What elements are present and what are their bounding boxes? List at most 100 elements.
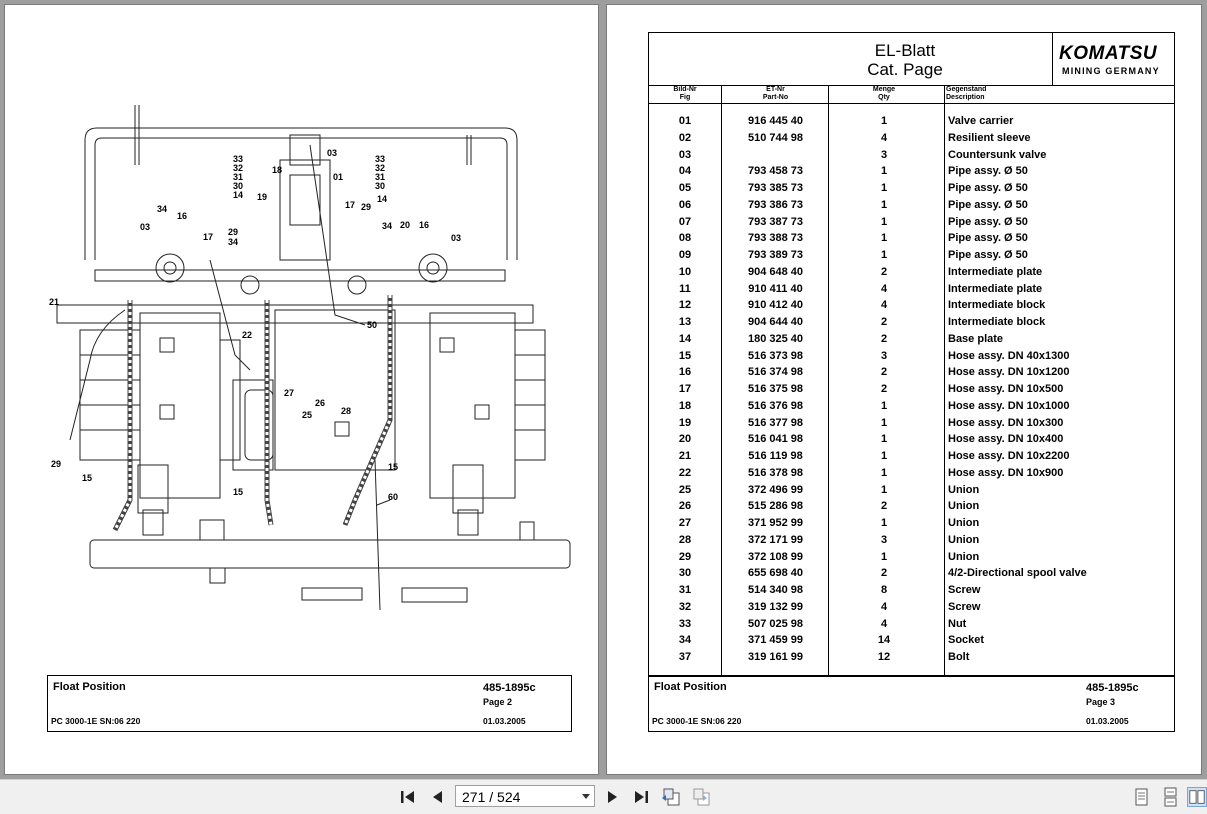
part-number-cell: 793 385 73 xyxy=(747,182,804,194)
part-number-cell: 371 952 99 xyxy=(747,517,804,529)
callout-label: 26 xyxy=(315,398,325,408)
part-number-cell: 793 389 73 xyxy=(747,249,804,261)
table-row: 05 793 385 73 1 Pipe assy. Ø 50 xyxy=(649,182,1174,198)
catalog-frame: EL-Blatt Cat. Page KOMATSU MINING GERMAN… xyxy=(648,32,1175,677)
callout-label: 01 xyxy=(333,172,343,182)
fig-cell: 05 xyxy=(678,182,692,194)
part-number-cell: 655 698 40 xyxy=(747,567,804,580)
title-de: EL-Blatt xyxy=(874,41,936,60)
fig-cell: 17 xyxy=(678,383,692,395)
description-cell: Hose assy. DN 10x2200 xyxy=(948,450,1070,462)
qty-cell: 1 xyxy=(880,198,888,211)
footer-page: Page 2 xyxy=(483,697,513,707)
qty-cell: 1 xyxy=(880,483,888,496)
qty-cell: 2 xyxy=(880,500,888,513)
callout-label: 16 xyxy=(419,220,429,230)
part-number-cell: 516 375 98 xyxy=(747,383,804,395)
part-number-cell: 904 644 40 xyxy=(747,316,804,328)
part-number-cell: 516 041 98 xyxy=(747,433,804,446)
single-page-view-icon[interactable] xyxy=(1131,787,1151,807)
qty-cell: 4 xyxy=(880,617,888,630)
title-en: Cat. Page xyxy=(867,60,943,79)
qty-cell: 2 xyxy=(880,316,888,328)
fig-cell: 19 xyxy=(678,416,692,429)
fig-cell: 08 xyxy=(678,232,692,245)
logo-main-text: KOMATSU xyxy=(1059,43,1158,64)
description-cell: Hose assy. DN 10x1000 xyxy=(948,399,1070,412)
qty-cell: 2 xyxy=(880,265,888,278)
qty-cell: 8 xyxy=(880,584,888,596)
callout-label: 15 xyxy=(233,487,243,497)
first-page-icon[interactable] xyxy=(398,787,418,807)
description-cell: Valve carrier xyxy=(948,115,1014,127)
next-page-icon[interactable] xyxy=(602,787,622,807)
fig-cell: 30 xyxy=(678,567,692,580)
part-number-cell: 904 648 40 xyxy=(747,265,804,278)
fig-cell: 02 xyxy=(678,131,692,144)
part-number-cell: 507 025 98 xyxy=(747,617,804,630)
callout-label: 25 xyxy=(302,410,312,420)
callout-label: 18 xyxy=(272,165,282,175)
part-number-cell: 516 373 98 xyxy=(747,349,804,362)
fig-cell: 07 xyxy=(678,215,692,228)
qty-cell: 1 xyxy=(880,182,888,194)
description-cell: Hose assy. DN 10x300 xyxy=(948,416,1064,429)
description-cell: Resilient sleeve xyxy=(948,131,1031,144)
go-forward-icon[interactable] xyxy=(691,787,711,807)
fig-cell: 20 xyxy=(678,433,692,446)
fig-cell: 25 xyxy=(678,483,692,496)
callout-label: 60 xyxy=(388,492,398,502)
qty-cell: 1 xyxy=(880,517,888,529)
part-number-cell: 516 374 98 xyxy=(747,366,804,379)
qty-cell: 4 xyxy=(880,600,888,613)
description-cell: Union xyxy=(948,483,980,496)
part-number-cell: 516 377 98 xyxy=(747,416,804,429)
part-number-cell: 514 340 98 xyxy=(747,584,804,596)
fig-cell: 16 xyxy=(678,366,692,379)
callout-label: 28 xyxy=(341,406,351,416)
qty-cell: 1 xyxy=(880,115,888,127)
callout-label: 03 xyxy=(327,148,337,158)
callout-label: 03 xyxy=(451,233,461,243)
fig-cell: 06 xyxy=(678,198,692,211)
qty-cell: 3 xyxy=(880,148,888,161)
right-page: EL-Blatt Cat. Page KOMATSU MINING GERMAN… xyxy=(607,5,1201,774)
continuous-view-icon[interactable] xyxy=(1160,787,1180,807)
description-cell: Intermediate plate xyxy=(948,282,1043,295)
last-page-icon[interactable] xyxy=(631,787,651,807)
description-cell: Hose assy. DN 10x1200 xyxy=(948,366,1070,379)
callout-label: 34 xyxy=(157,204,167,214)
description-cell: Pipe assy. Ø 50 xyxy=(948,165,1028,178)
two-page-view-icon[interactable] xyxy=(1187,787,1207,807)
callout-label: 17 xyxy=(345,200,355,210)
description-cell: Pipe assy. Ø 50 xyxy=(948,232,1028,245)
go-back-icon[interactable] xyxy=(661,787,681,807)
qty-cell: 1 xyxy=(880,416,888,429)
description-cell: Pipe assy. Ø 50 xyxy=(948,182,1028,194)
part-number-cell: 793 387 73 xyxy=(747,215,804,228)
table-row: 19 516 377 98 1 Hose assy. DN 10x300 xyxy=(649,417,1174,433)
description-cell: Hose assy. DN 40x1300 xyxy=(948,349,1070,362)
qty-cell: 3 xyxy=(880,349,888,362)
komatsu-logo: KOMATSU MINING GERMANY xyxy=(1052,33,1174,85)
part-number-cell: 319 161 99 xyxy=(747,651,804,663)
prev-page-icon[interactable] xyxy=(428,787,448,807)
qty-cell: 2 xyxy=(880,332,888,345)
page-number-select[interactable]: 271 / 524 xyxy=(455,785,595,807)
qty-cell: 1 xyxy=(880,399,888,412)
description-cell: Intermediate block xyxy=(948,299,1046,312)
fig-cell: 15 xyxy=(678,349,692,362)
